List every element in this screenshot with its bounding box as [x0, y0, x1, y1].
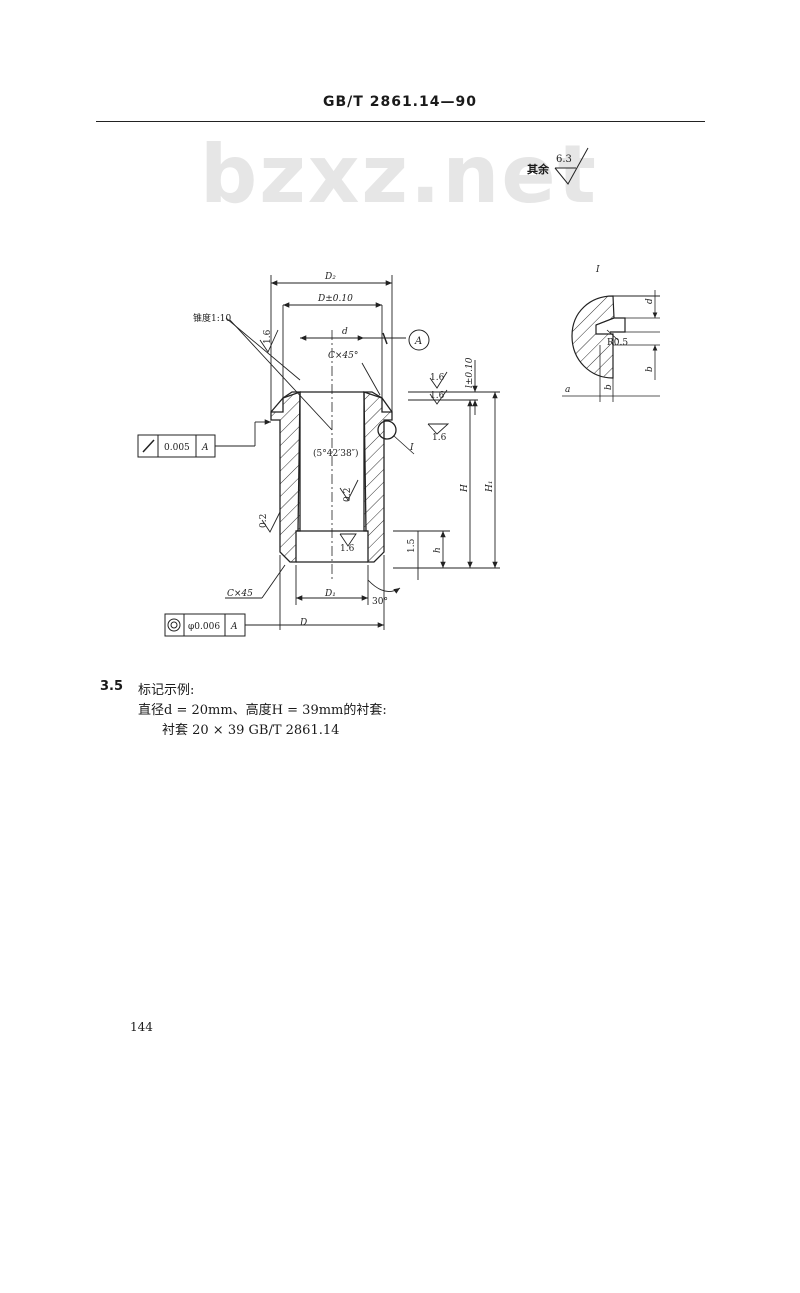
svg-text:1.6: 1.6 [430, 391, 445, 401]
page-number: 144 [130, 1020, 153, 1034]
svg-text:C×45: C×45 [227, 589, 253, 599]
svg-text:I: I [595, 265, 600, 275]
svg-text:1.6: 1.6 [340, 544, 355, 554]
svg-text:1.6: 1.6 [263, 329, 273, 344]
svg-text:1.5: 1.5 [407, 538, 417, 553]
svg-text:H₁: H₁ [485, 481, 495, 493]
svg-text:C×45°: C×45° [328, 351, 358, 361]
svg-text:R0.5: R0.5 [607, 338, 628, 348]
svg-text:D₁: D₁ [324, 589, 336, 599]
roughness-marks [259, 329, 450, 547]
marking-example: 衬套 20 × 39 GB/T 2861.14 [162, 723, 340, 738]
tolerance-frame-perpendicularity: 0.005 A [137, 434, 216, 458]
svg-text:A: A [230, 622, 238, 632]
svg-text:I: I [409, 443, 414, 453]
section-number: 3.5 [100, 679, 124, 694]
detail-view: I d R0.5 b b a [562, 265, 660, 402]
svg-text:1.6: 1.6 [432, 433, 447, 443]
svg-text:d: d [342, 327, 348, 337]
watermark: bzxz.net [200, 128, 598, 221]
svg-text:0.005: 0.005 [164, 443, 190, 453]
svg-text:b: b [604, 384, 614, 390]
svg-text:1.6: 1.6 [430, 373, 445, 383]
datum-a: A [408, 329, 430, 351]
roughness-value: 6.3 [556, 154, 572, 165]
bushing-section [270, 330, 415, 580]
section-title: 标记示例: [138, 683, 195, 698]
svg-text:H: H [460, 484, 470, 493]
svg-text:D±0.10: D±0.10 [317, 294, 353, 304]
marking-example-description: 直径d = 20mm、高度H = 39mm的衬套: [138, 703, 387, 718]
drawing-labels: D₂ D±0.10 锥度1:10 d C×45° 1.6 1.6 1.6 I (… [193, 272, 495, 628]
svg-text:0.2: 0.2 [259, 514, 269, 528]
svg-text:a: a [565, 385, 570, 395]
svg-text:(5°42′38″): (5°42′38″) [313, 448, 359, 459]
roughness-symbol: 6.3 [554, 147, 589, 185]
svg-text:30°: 30° [372, 597, 388, 607]
svg-text:b: b [645, 366, 655, 372]
svg-text:D₂: D₂ [324, 272, 336, 282]
svg-text:l±0.10: l±0.10 [465, 357, 475, 388]
svg-text:d: d [645, 298, 655, 304]
svg-text:φ0.006: φ0.006 [188, 622, 220, 632]
dimension-lines [215, 275, 500, 630]
svg-text:A: A [201, 443, 209, 453]
roughness-other-label: 其余 [527, 163, 549, 176]
svg-text:A: A [414, 336, 422, 347]
svg-text:锥度1:10: 锥度1:10 [193, 312, 231, 324]
svg-text:h: h [433, 547, 443, 553]
svg-text:D: D [299, 618, 307, 628]
standard-header: GB/T 2861.14—90 [323, 94, 477, 110]
tolerance-frame-concentricity: φ0.006 A [164, 613, 246, 637]
header-rule [96, 121, 705, 122]
svg-text:0.2: 0.2 [343, 488, 353, 502]
